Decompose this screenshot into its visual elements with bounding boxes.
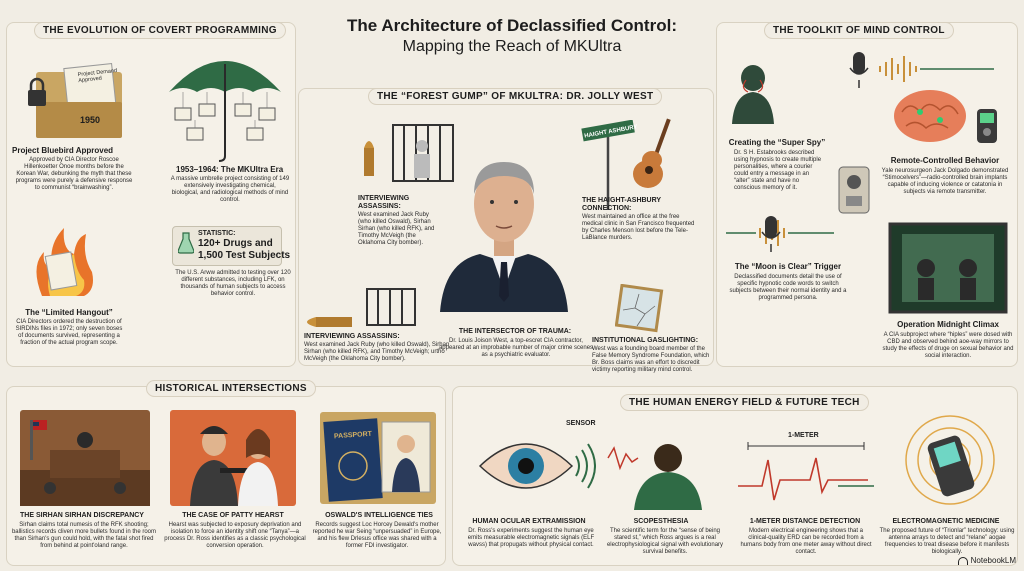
evolution-title: THE EVOLUTION OF COVERT PROGRAMMING bbox=[34, 22, 286, 39]
notebooklm-logo: NotebookLM bbox=[957, 556, 1016, 565]
folder-illustration bbox=[26, 62, 126, 140]
spy-text: Dr. S H. Estabrooks described using hypn… bbox=[734, 150, 822, 191]
meter-title: 1-METER DISTANCE DETECTION bbox=[749, 518, 861, 525]
courtroom-illustration bbox=[20, 410, 150, 506]
gaslight-text: West was a founding board member of the … bbox=[592, 346, 710, 373]
intersector-title: THE INTERSECTOR OF TRAUMA: bbox=[458, 328, 572, 335]
folder-year: 1950 bbox=[79, 115, 101, 125]
stat-value-2: 1,500 Test Subjects bbox=[198, 250, 291, 261]
bullet-horizontal-icon bbox=[296, 314, 356, 330]
haight-text: West maintained an office at the free me… bbox=[582, 214, 695, 241]
scope-title: SCOPESTHESIA bbox=[633, 518, 689, 525]
microphone-icon-top bbox=[848, 50, 870, 90]
spy-title: Creating the “Super Spy” bbox=[728, 138, 826, 147]
remote-text: Yale neurosurgeon Jack Dolgado demonstra… bbox=[881, 168, 1009, 195]
energy-title: THE HUMAN ENERGY FIELD & FUTURE TECH bbox=[620, 394, 869, 411]
assassins-text-1: West examined Jack Ruby (who killed Oswa… bbox=[358, 212, 435, 246]
army-text: The U.S. Arww admitted to testing over 1… bbox=[175, 270, 291, 297]
moon-text: Declassified documents detail the use of… bbox=[729, 274, 847, 301]
assassins-title-2: INTERVIEWING ASSASSINS: bbox=[304, 333, 400, 340]
intersector-text: Dr. Louis Joison West, a top-escret CIA … bbox=[438, 338, 594, 358]
em-title: ELECTROMAGNETIC MEDICINE bbox=[892, 518, 1000, 525]
street-sign-illustration bbox=[578, 120, 638, 210]
moon-title: The “Moon is Clear” Trigger bbox=[734, 262, 842, 271]
jail-cell-icon bbox=[392, 124, 454, 182]
em-text: The proposed future of “Trionlar” techno… bbox=[879, 528, 1015, 555]
control-box-icon bbox=[838, 166, 870, 214]
scope-text: The scientific term for the “sense of be… bbox=[606, 528, 724, 555]
era-text: A massive umbrelle project consisting of… bbox=[170, 176, 290, 203]
bluebird-text: Approved by CIA Director Roscoe Hillenko… bbox=[15, 157, 133, 191]
stat-label: STATISTIC: bbox=[198, 230, 236, 237]
forrest-title: THE “FOREST GUMP” OF MKULTRA: DR. JOLLY … bbox=[368, 88, 663, 105]
eye-illustration bbox=[476, 426, 596, 506]
historical-title: HISTORICAL INTERSECTIONS bbox=[146, 380, 316, 397]
meter-text: Modern electrical engineering shows that… bbox=[740, 528, 872, 555]
stat-value-1: 120+ Drugs and bbox=[198, 238, 273, 249]
dr-west-portrait bbox=[440, 140, 568, 312]
hearst-text: Hearst was subjected to exposury depriva… bbox=[164, 522, 306, 549]
gaslight-title: INSTITUTIONAL GASLIGHTING: bbox=[592, 337, 699, 344]
brain-icon bbox=[890, 86, 970, 146]
sound-wave-top bbox=[876, 54, 996, 84]
oswald-text: Records suggest Loc Horcey Dewald's moth… bbox=[312, 522, 442, 549]
guitar-icon bbox=[630, 118, 674, 190]
assassins-title-1: INTERVIEWING ASSASSINS: bbox=[358, 195, 410, 210]
toolkit-title: THE TOOLKIT OF MIND CONTROL bbox=[764, 22, 954, 39]
ecg-illustration bbox=[738, 440, 874, 512]
hangout-title: The “Limited Hangout” bbox=[25, 308, 113, 317]
assassins-text-2: West examined Jack Ruby (who killed Oswa… bbox=[304, 342, 450, 362]
page-title: The Architecture of Declassified Control… bbox=[347, 16, 677, 35]
midnight-title: Operation Midnight Climax bbox=[897, 320, 999, 329]
brand-label: NotebookLM bbox=[970, 556, 1016, 565]
microphone-icon-bottom bbox=[760, 214, 782, 254]
ocular-title: HUMAN OCULAR EXTRAMISSION bbox=[472, 518, 586, 525]
sirhan-text: Sirhan claims total numesis of the RFK s… bbox=[11, 522, 157, 549]
spy-silhouette-icon bbox=[728, 60, 778, 124]
midnight-text: A CIA subproject where “hiples” were dos… bbox=[882, 332, 1014, 359]
jail-bars-icon bbox=[366, 288, 416, 326]
burning-documents-illustration bbox=[30, 214, 96, 296]
flask-icon bbox=[178, 232, 194, 254]
hearst-illustration bbox=[170, 410, 296, 506]
passport-illustration bbox=[318, 410, 438, 506]
sirhan-title: THE SIRHAN SIRHAN DISCREPANCY bbox=[20, 512, 144, 519]
haight-title: THE HAIGHT-ASHBURY CONNECTION: bbox=[582, 197, 661, 212]
sensor-label: SENSOR bbox=[566, 420, 596, 427]
ocular-text: Dr. Ross's experiments suggest the human… bbox=[467, 528, 595, 548]
bluebird-title: Project Bluebird Approved bbox=[12, 146, 114, 155]
hangout-text: CIA Directors ordered the destruction of… bbox=[15, 319, 123, 346]
broken-mirror-icon bbox=[615, 284, 665, 334]
person-back-illustration bbox=[604, 438, 704, 510]
oswald-title: OSWALD'S INTELLIGENCE TIES bbox=[325, 512, 433, 519]
page-subtitle: Mapping the Reach of MKUltra bbox=[402, 38, 622, 55]
era-title: 1953–1964: The MKUltra Era bbox=[176, 165, 284, 174]
meter-label: 1-METER bbox=[788, 432, 819, 439]
umbrella-illustration bbox=[165, 44, 285, 162]
notebooklm-icon bbox=[957, 556, 968, 565]
remote-title: Remote-Controlled Behavior bbox=[890, 156, 1000, 165]
bullet-icon bbox=[362, 134, 376, 176]
remote-transmitter-icon bbox=[976, 108, 998, 144]
em-device-illustration bbox=[900, 412, 1000, 508]
hearst-title: THE CASE OF PATTY HEARST bbox=[182, 512, 284, 519]
two-way-mirror-icon bbox=[888, 222, 1008, 314]
